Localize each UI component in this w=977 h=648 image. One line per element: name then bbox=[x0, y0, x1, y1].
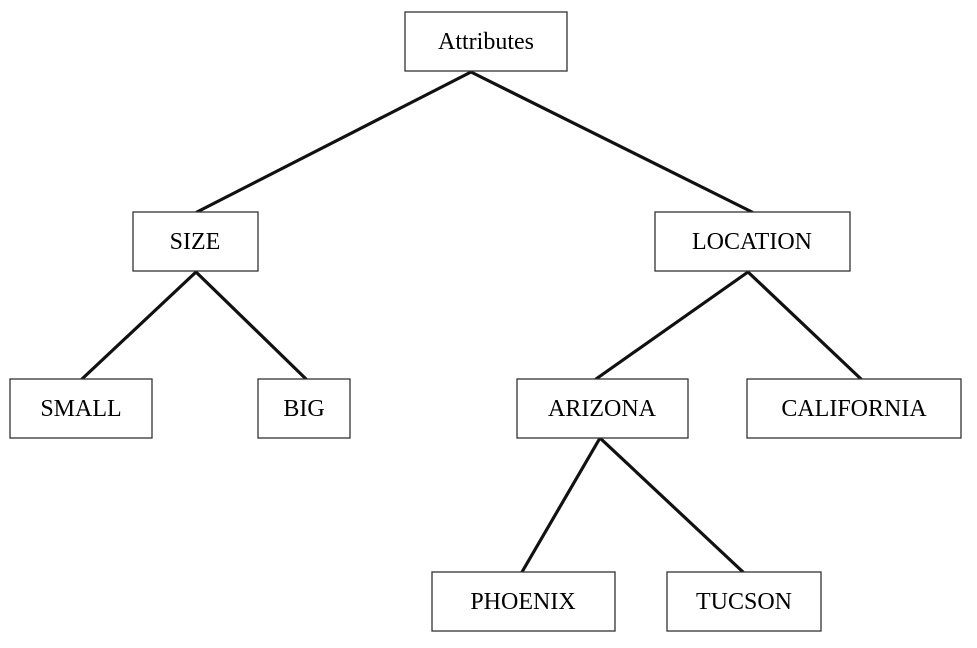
node-phoenix: PHOENIX bbox=[431, 571, 616, 632]
node-label: PHOENIX bbox=[470, 589, 575, 615]
node-label: BIG bbox=[283, 396, 324, 422]
node-box bbox=[654, 211, 851, 272]
node-label: LOCATION bbox=[692, 229, 812, 255]
edge-location-arizona bbox=[594, 270, 750, 381]
node-label: SMALL bbox=[40, 396, 121, 422]
node-box bbox=[9, 378, 153, 439]
node-arizona: ARIZONA bbox=[516, 378, 689, 439]
node-attributes: Attributes bbox=[404, 11, 568, 72]
edge-size-small bbox=[80, 270, 198, 381]
edge-size-big bbox=[194, 270, 308, 381]
node-box bbox=[666, 571, 822, 632]
node-big: BIG bbox=[257, 378, 351, 439]
node-label: TUCSON bbox=[696, 589, 792, 615]
node-box bbox=[257, 378, 351, 439]
node-california: CALIFORNIA bbox=[746, 378, 962, 439]
edge-root-size bbox=[195, 70, 473, 214]
edge-arizona-tucson bbox=[598, 436, 745, 574]
node-box bbox=[746, 378, 962, 439]
node-label: SIZE bbox=[170, 229, 221, 255]
node-small: SMALL bbox=[9, 378, 153, 439]
edge-location-california bbox=[746, 270, 863, 381]
node-size: SIZE bbox=[132, 211, 259, 272]
node-box bbox=[404, 11, 568, 72]
node-box bbox=[516, 378, 689, 439]
node-box bbox=[132, 211, 259, 272]
edges bbox=[80, 70, 863, 574]
edge-root-location bbox=[469, 70, 754, 214]
node-label: ARIZONA bbox=[548, 396, 657, 422]
node-location: LOCATION bbox=[654, 211, 851, 272]
node-tucson: TUCSON bbox=[666, 571, 822, 632]
node-label: Attributes bbox=[438, 29, 534, 55]
node-label: CALIFORNIA bbox=[781, 396, 927, 422]
node-box bbox=[431, 571, 616, 632]
edge-arizona-phoenix bbox=[520, 436, 602, 574]
